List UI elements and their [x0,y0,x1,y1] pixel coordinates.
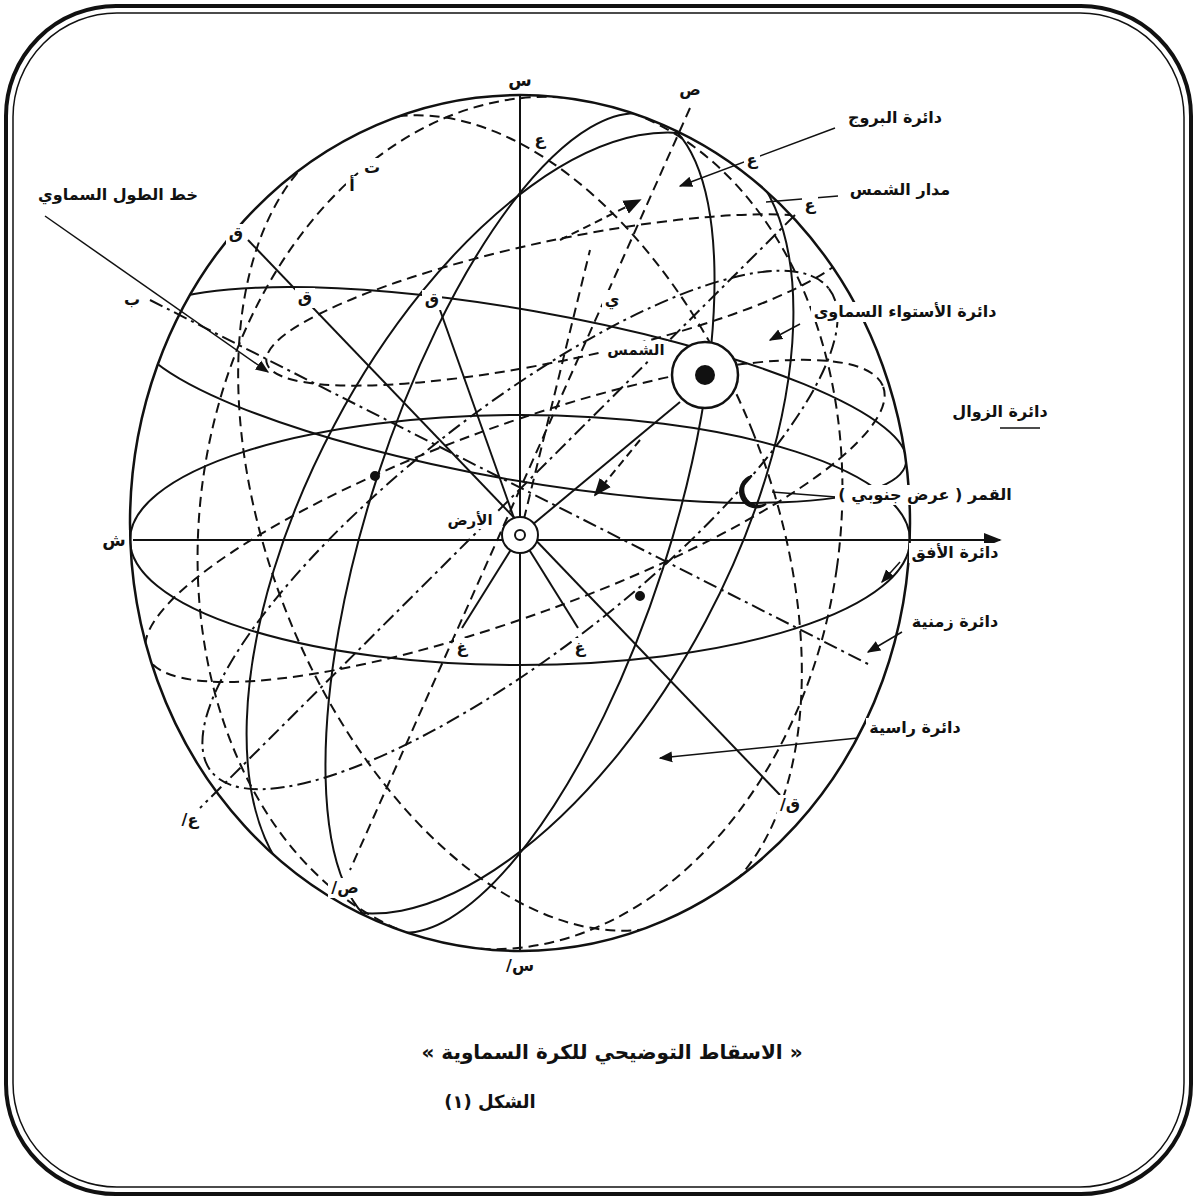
sun-path [254,179,866,421]
leader-line [660,738,858,758]
svg-g [45,33,1040,1014]
leader-line [680,128,835,186]
leader-line [772,492,836,497]
point-letter: ق [226,224,246,243]
point-letter: ش [99,530,128,550]
callout-label: دائرة الأستواء السماوى [811,302,1000,321]
hour-circle [134,47,907,1000]
sun-ray [520,402,680,535]
leader-line [882,562,900,582]
radius-line [440,310,520,535]
outer-frame [6,6,1191,1194]
point-letter: ي [602,290,623,309]
point-letter: ق/ [777,795,803,814]
point-letter: غ [572,638,589,657]
sun-circle [672,342,738,408]
object-label: الأرض [444,511,495,529]
leader-line [1000,427,1040,429]
earth-circle [502,517,538,553]
callout-label: مدار الشمس [847,180,954,199]
svg-g [114,33,921,1014]
point-marker [371,472,379,480]
sun-symbol [696,366,714,384]
inner-frame [13,13,1184,1187]
figure-caption: « الاسقاط التوضيحي للكرة السماوية » [418,1040,805,1064]
point-letter: أ [346,176,357,195]
callout-label: القمر ( عرض جنوبي ) [835,485,1014,504]
point-letter: ب [121,290,143,309]
radius-line [520,250,590,535]
point-letter: ص [676,80,704,99]
equator-axis [200,215,795,808]
point-letter: ص/ [328,878,361,897]
point-letter: ق [295,288,315,307]
callout-label: خط الطول السماوي [35,185,201,204]
meridian-arc [245,70,795,977]
point-letter: ع [744,150,761,169]
equator-circle [114,298,916,745]
point-letter: ق [422,290,442,309]
point-letter: ت [361,158,383,177]
point-letter: س [505,70,534,90]
point-letter: ع [532,130,549,149]
callout-label: دائرة الزوال [949,402,1050,421]
callout-label: دائرة زمنية [909,612,1002,631]
diameter-line [150,300,870,665]
point-letter: ع/ [179,810,202,829]
sphere-outline [130,95,910,951]
callout-label: دائرة البروج [845,108,945,127]
direction-arrow [560,200,640,240]
leader-line [770,324,800,340]
figure-number: الشكل (١) [441,1091,539,1113]
point-letter: غ [454,638,471,657]
vertical-circle [144,55,897,992]
leader-line [45,216,268,372]
meridian-arc [128,33,912,1014]
horizon-axis [133,539,1000,541]
earth-core [515,530,525,540]
leader-line [868,632,902,652]
callout-label: دائرة راسية [866,718,963,737]
moon-crescent [740,476,766,507]
point-letter: ع [802,195,819,214]
object-label: الشمس [604,341,667,359]
direction-arrow [595,440,640,495]
callout-label: دائرة الأفق [909,543,1002,562]
point-marker [636,592,644,600]
pole-axis [248,240,780,795]
point-letter: س/ [503,956,537,975]
